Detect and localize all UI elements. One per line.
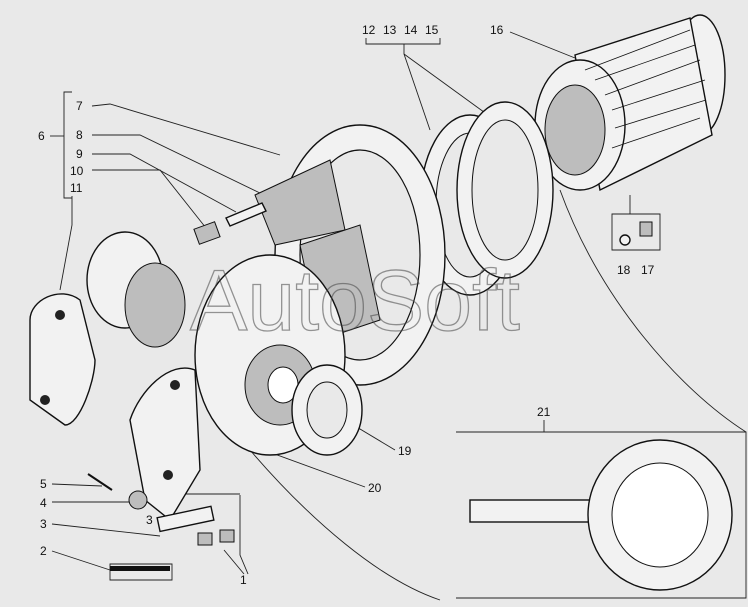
callout-6: 6 (38, 129, 45, 143)
callout-2: 2 (40, 544, 47, 558)
part-gear-set-21 (469, 439, 733, 591)
callout-7: 7 (76, 99, 83, 113)
part-cap-11 (29, 293, 96, 426)
part-bearing-left (86, 231, 186, 348)
callout-3-secondary: 3 (146, 513, 153, 527)
callout-1: 1 (240, 573, 247, 587)
callout-13: 13 (383, 23, 397, 37)
part-bolt-8-9 (193, 202, 267, 245)
callout-10: 10 (70, 164, 84, 178)
callout-16: 16 (490, 23, 504, 37)
callout-21: 21 (537, 405, 551, 419)
part-cap-3 (129, 367, 201, 522)
callout-20: 20 (368, 481, 382, 495)
callout-labels: 1 2 3 3 4 5 6 7 8 9 10 11 12 13 14 15 16… (38, 23, 655, 587)
part-bolts-17-18 (619, 221, 653, 246)
callout-3: 3 (40, 517, 47, 531)
callout-4: 4 (40, 496, 47, 510)
callout-17: 17 (641, 263, 655, 277)
callout-18: 18 (617, 263, 631, 277)
callout-12: 12 (362, 23, 376, 37)
callout-14: 14 (404, 23, 418, 37)
part-housing-16 (534, 14, 726, 192)
leader-lines (50, 31, 747, 601)
part-bearing-19 (291, 364, 363, 456)
callout-5: 5 (40, 477, 47, 491)
callout-19: 19 (398, 444, 412, 458)
callout-11: 11 (70, 181, 83, 195)
part-fasteners-1-5 (87, 473, 235, 571)
callout-15: 15 (425, 23, 439, 37)
watermark: AutoSoft (190, 253, 520, 349)
callout-8: 8 (76, 128, 83, 142)
callout-9: 9 (76, 147, 83, 161)
